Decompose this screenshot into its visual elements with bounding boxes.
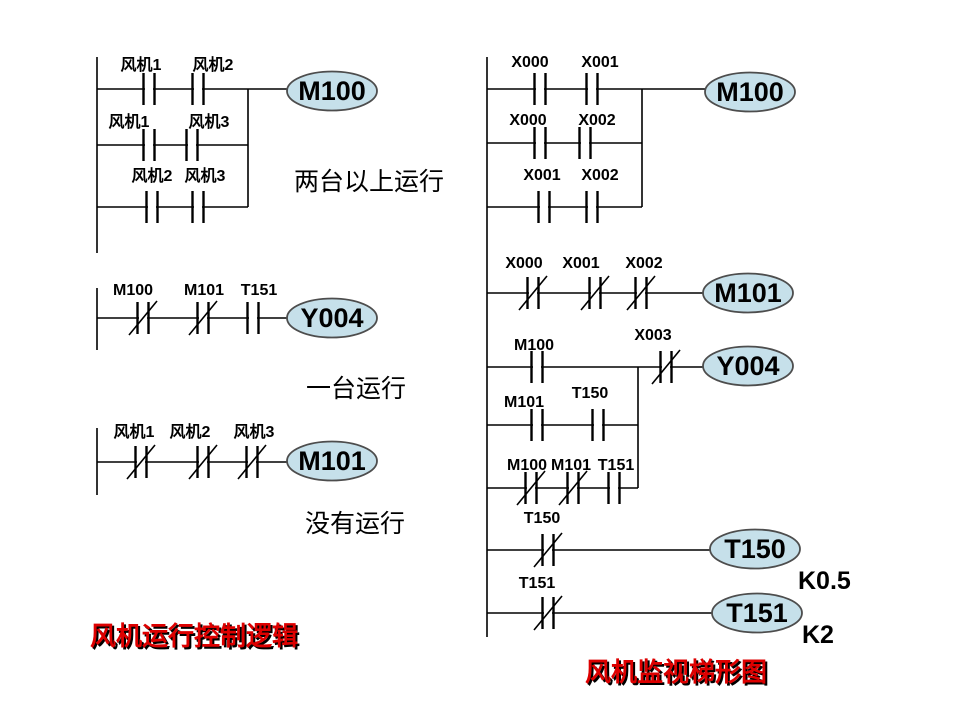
coil-label: T151 (726, 598, 788, 628)
left-diagram-title-shadow: 风机运行控制逻辑 (92, 623, 300, 653)
contact-label: M100 (514, 337, 554, 354)
rung-right-y004: M100 X003 M101 T150 M100 M101 T151 Y004 (487, 327, 794, 507)
contact-no-t151 (607, 470, 621, 506)
contact-no-x000 (533, 125, 547, 161)
contact-label: X001 (581, 54, 618, 71)
contact-label: X000 (505, 255, 542, 272)
rung-left-m100: 风机1 风机2 风机1 风机3 风机2 风机3 M100 两台以上运行 (96, 55, 444, 253)
contact-no-x002 (585, 189, 599, 225)
contact-label: 风机2 (132, 166, 173, 185)
contact-label: 风机3 (185, 166, 226, 185)
contact-label: X001 (562, 255, 599, 272)
note-none-running: 没有运行 (305, 510, 405, 538)
contact-label: M101 (504, 394, 544, 411)
contact-no-x002 (578, 125, 592, 161)
contact-label: 风机1 (109, 112, 150, 131)
coil-ellipse (286, 440, 378, 482)
contact-label: T151 (519, 575, 556, 592)
timer-constant-k2: K2 (802, 621, 834, 649)
contact-label: T151 (241, 282, 278, 299)
coil-ellipse (711, 592, 803, 634)
contact-label: 风机2 (170, 422, 211, 441)
contact-no-fan2 (145, 189, 159, 225)
contact-no-x001 (585, 71, 599, 107)
right-diagram-title-shadow: 风机监视梯形图 (587, 660, 769, 689)
coil-label: Y004 (716, 351, 779, 381)
rung-right-t150: T150 T150 K0.5 (487, 510, 851, 595)
contact-label: M101 (551, 457, 591, 474)
contact-no-t150 (591, 407, 605, 443)
contact-no-fan3 (191, 189, 205, 225)
contact-no-m101 (530, 407, 544, 443)
coil-m101: M101 (702, 272, 794, 314)
rung-left-m101: 风机1 风机2 风机3 M101 没有运行 (96, 422, 405, 538)
coil-m100: M100 (286, 70, 378, 112)
contact-label: X000 (509, 112, 546, 129)
contact-label: 风机1 (121, 55, 162, 74)
contact-label: T150 (572, 385, 609, 402)
fan-control-logic-diagram: 风机1 风机2 风机1 风机3 风机2 风机3 M100 两台以上运行 M100… (90, 55, 444, 653)
coil-ellipse (704, 71, 796, 113)
contact-label: X002 (625, 255, 662, 272)
coil-label: M101 (714, 278, 782, 308)
contact-label: 风机3 (189, 112, 230, 131)
rung-right-m100: X000 X001 X000 X002 X001 X002 M100 (487, 54, 796, 225)
coil-t151: T151 (711, 592, 803, 634)
contact-no-m100 (530, 349, 544, 385)
contact-label: T151 (598, 457, 635, 474)
contact-no-fan1 (142, 127, 156, 163)
contact-label: 风机1 (114, 422, 155, 441)
note-two-or-more-running: 两台以上运行 (294, 168, 444, 196)
coil-m101: M101 (286, 440, 378, 482)
coil-t150: T150 (709, 528, 801, 570)
coil-y004: Y004 (286, 297, 378, 339)
coil-ellipse (709, 528, 801, 570)
contact-no-fan3 (185, 127, 199, 163)
contact-no-fan1 (142, 71, 156, 107)
coil-label: M101 (298, 446, 366, 476)
left-diagram-title: 风机运行控制逻辑 (90, 621, 298, 651)
coil-label: Y004 (300, 303, 363, 333)
contact-label: X002 (578, 112, 615, 129)
timer-constant-k05: K0.5 (798, 567, 851, 595)
contact-no-x000 (533, 71, 547, 107)
contact-label: X003 (634, 327, 671, 344)
contact-no-x001 (537, 189, 551, 225)
contact-label: 风机3 (234, 422, 275, 441)
coil-ellipse (702, 345, 794, 387)
coil-ellipse (286, 70, 378, 112)
contact-label: M101 (184, 282, 224, 299)
contact-no-t151 (246, 300, 260, 336)
contact-label: X001 (523, 167, 560, 184)
coil-m100: M100 (704, 71, 796, 113)
coil-ellipse (702, 272, 794, 314)
contact-label: X000 (511, 54, 548, 71)
contact-label: M100 (507, 457, 547, 474)
coil-ellipse (286, 297, 378, 339)
right-diagram-title: 风机监视梯形图 (585, 658, 767, 687)
rung-right-t151: T151 T151 K2 (487, 575, 834, 649)
contact-label: M100 (113, 282, 153, 299)
coil-label: M100 (716, 77, 784, 107)
coil-label: M100 (298, 76, 366, 106)
contact-label: 风机2 (193, 55, 234, 74)
rung-right-m101: X000 X001 X002 M101 (487, 255, 794, 314)
fan-monitor-ladder-diagram: X000 X001 X000 X002 X001 X002 M100 X000 … (486, 54, 851, 689)
note-one-running: 一台运行 (306, 375, 406, 403)
contact-label: X002 (581, 167, 618, 184)
contact-no-fan2 (191, 71, 205, 107)
contact-label: T150 (524, 510, 561, 527)
coil-label: T150 (724, 534, 786, 564)
rung-left-y004: M100 M101 T151 Y004 一台运行 (96, 282, 406, 403)
coil-y004: Y004 (702, 345, 794, 387)
